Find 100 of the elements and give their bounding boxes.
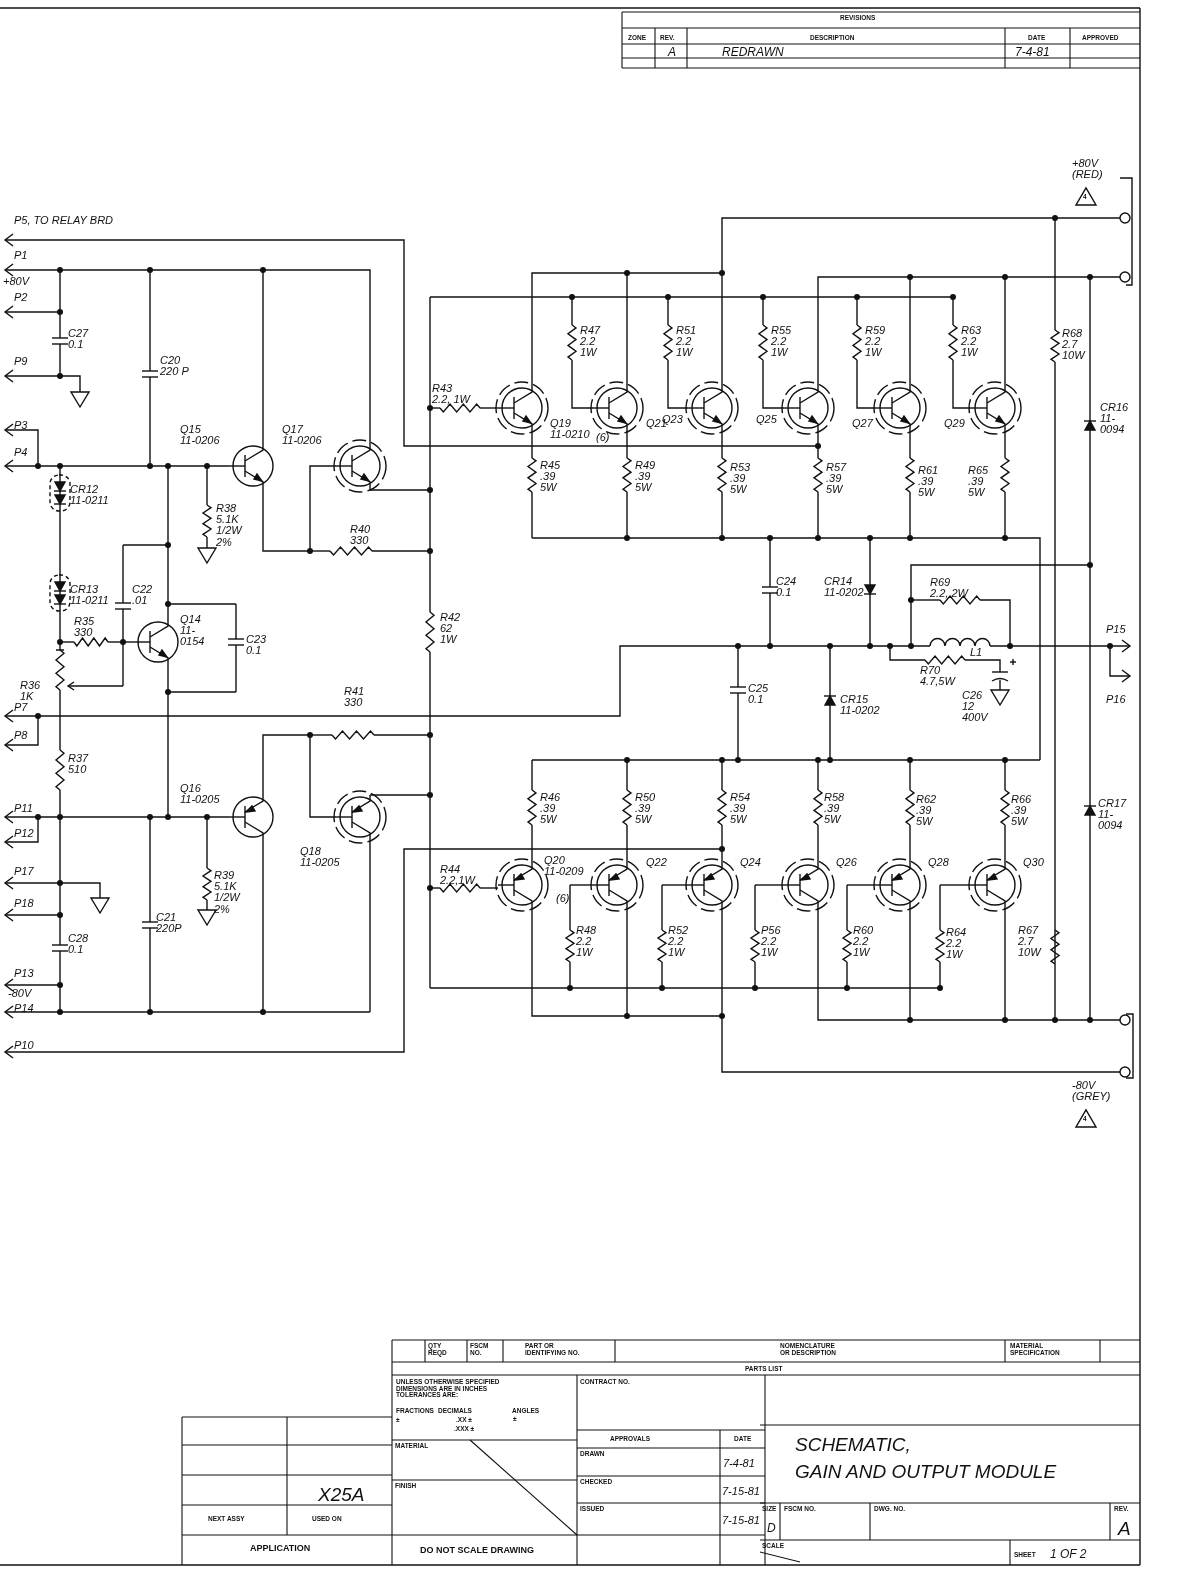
pin-label: P11 bbox=[14, 803, 33, 815]
entry-text: 7-15-81 bbox=[722, 1515, 760, 1527]
pin-label: P5, TO RELAY BRD bbox=[14, 215, 114, 227]
component-label: CR13 11-0211 bbox=[70, 584, 109, 607]
pin-label: P3 bbox=[14, 420, 28, 432]
component-label: R49 .39 5W bbox=[635, 460, 656, 494]
voltage-label: +80V bbox=[3, 276, 29, 288]
component-label: R39 5.1K 1/2W 2% bbox=[214, 870, 240, 915]
component-label: R66 .39 5W bbox=[1011, 794, 1032, 828]
component-label: Q20 11-0209 bbox=[544, 855, 584, 878]
component-label: Q25 bbox=[756, 414, 777, 426]
component-label: R53 .39 5W bbox=[730, 462, 751, 496]
component-label: CR15 11-0202 bbox=[840, 694, 880, 717]
component-label: R59 2.2 1W bbox=[865, 325, 886, 359]
component-label: R48 2.2 1W bbox=[576, 925, 597, 959]
entry-text: X25A bbox=[318, 1483, 365, 1507]
component-label: C22 .01 bbox=[132, 584, 153, 607]
component-label: Q16 11-0205 bbox=[180, 783, 220, 806]
component-label: R60 2.2 1W bbox=[853, 925, 874, 959]
component-label: C21 220P bbox=[156, 912, 182, 935]
component-label: CR14 11-0202 bbox=[824, 576, 864, 599]
component-label: Q17 11-0206 bbox=[282, 424, 322, 447]
pin-label: P1 bbox=[14, 250, 28, 262]
component-label: CR17 11- 0094 bbox=[1098, 798, 1127, 832]
component-label: R67 2.7 10W bbox=[1018, 925, 1041, 959]
component-label: L1 bbox=[970, 647, 983, 659]
component-label: C28 0.1 bbox=[68, 933, 89, 956]
pin-label: P17 bbox=[14, 866, 34, 878]
component-label: C27 0.1 bbox=[68, 328, 89, 351]
component-label: R58 .39 5W bbox=[824, 792, 845, 826]
component-label: R44 2.2,1W bbox=[440, 864, 475, 887]
component-label: R40 330 bbox=[350, 524, 371, 547]
component-label: Q28 bbox=[928, 857, 949, 869]
component-label: R68 2.7 10W bbox=[1062, 328, 1085, 362]
component-label: Q27 bbox=[852, 418, 873, 430]
component-label: C25 0.1 bbox=[748, 683, 769, 706]
field-label: APPLICATION bbox=[250, 1544, 311, 1554]
entry-text: 7-4-81 bbox=[723, 1458, 755, 1470]
voltage-label: -80V (GREY) bbox=[1072, 1080, 1111, 1103]
pin-label: P7 bbox=[14, 702, 28, 714]
component-label: R47 2.2 1W bbox=[580, 325, 601, 359]
pin-label: P12 bbox=[14, 828, 34, 840]
component-label: R63 2.2 1W bbox=[961, 325, 982, 359]
component-label: R54 .39 5W bbox=[730, 792, 751, 826]
component-label: R50 .39 5W bbox=[635, 792, 656, 826]
pin-label: P16 bbox=[1106, 694, 1126, 706]
component-label: Q29 bbox=[944, 418, 965, 430]
field-label: DO NOT SCALE DRAWING bbox=[420, 1546, 534, 1556]
component-label: R65 .39 5W bbox=[968, 465, 989, 499]
component-label: C26 12 400V bbox=[962, 690, 988, 724]
component-label: R35 330 bbox=[74, 616, 95, 639]
component-label: R61 .39 5W bbox=[918, 465, 939, 499]
component-label: C23 0.1 bbox=[246, 634, 267, 657]
entry-text: 1 OF 2 bbox=[1050, 1548, 1087, 1561]
component-label: CR16 11- 0094 bbox=[1100, 402, 1129, 436]
pin-label: P9 bbox=[14, 356, 28, 368]
component-label: CR12 11-0211 bbox=[70, 484, 109, 507]
component-label: R37 510 bbox=[68, 753, 89, 776]
voltage-label: -80V bbox=[8, 988, 32, 1000]
component-label: Q19 11-0210 bbox=[550, 418, 590, 441]
pin-label: P10 bbox=[14, 1040, 34, 1052]
field-label: D bbox=[767, 1522, 776, 1535]
component-label: R55 2.2 1W bbox=[771, 325, 792, 359]
component-label: C20 220 P bbox=[160, 355, 189, 378]
entry-text: A bbox=[668, 46, 676, 59]
entry-text: 7-15-81 bbox=[722, 1486, 760, 1498]
component-label: R69 2.2, 2W bbox=[930, 577, 968, 600]
pin-label: P2 bbox=[14, 292, 28, 304]
component-label: R62 .39 5W bbox=[916, 794, 937, 828]
component-label: R45 .39 5W bbox=[540, 460, 561, 494]
component-label: R42 62 1W bbox=[440, 612, 461, 646]
pin-label: P18 bbox=[14, 898, 34, 910]
entry-text: A bbox=[1118, 1517, 1131, 1541]
entry-text: 7-4-81 bbox=[1015, 46, 1050, 59]
entry-text: REDRAWN bbox=[722, 46, 784, 59]
component-label: R41 330 bbox=[344, 686, 365, 709]
component-label: R57 .39 5W bbox=[826, 462, 847, 496]
pin-label: P13 bbox=[14, 968, 34, 980]
component-label: R38 5.1K 1/2W 2% bbox=[216, 503, 242, 548]
component-label: (6) bbox=[556, 893, 570, 905]
pin-label: P14 bbox=[14, 1003, 34, 1015]
component-label: Q24 bbox=[740, 857, 761, 869]
component-label: P56 2.2 1W bbox=[761, 925, 781, 959]
drawing-title: SCHEMATIC, GAIN AND OUTPUT MODULE bbox=[795, 1433, 1057, 1484]
voltage-label: +80V (RED) bbox=[1072, 158, 1103, 181]
component-label: Q26 bbox=[836, 857, 857, 869]
component-label: R46 .39 5W bbox=[540, 792, 561, 826]
component-label: C24 0.1 bbox=[776, 576, 797, 599]
component-label: (6) bbox=[596, 432, 610, 444]
pin-label: P8 bbox=[14, 730, 28, 742]
component-label: Q30 bbox=[1023, 857, 1044, 869]
component-label: R36 1K bbox=[20, 680, 41, 703]
component-label: R51 2.2 1W bbox=[676, 325, 697, 359]
component-label: Q18 11-0205 bbox=[300, 846, 340, 869]
pin-label: P15 bbox=[1106, 624, 1126, 636]
component-label: R70 4.7,5W bbox=[920, 665, 955, 688]
pin-label: P4 bbox=[14, 447, 28, 459]
component-label: Q15 11-0206 bbox=[180, 424, 220, 447]
component-label: Q14 11- 0154 bbox=[180, 614, 205, 648]
component-label: R43 2.2, 1W bbox=[432, 383, 470, 406]
